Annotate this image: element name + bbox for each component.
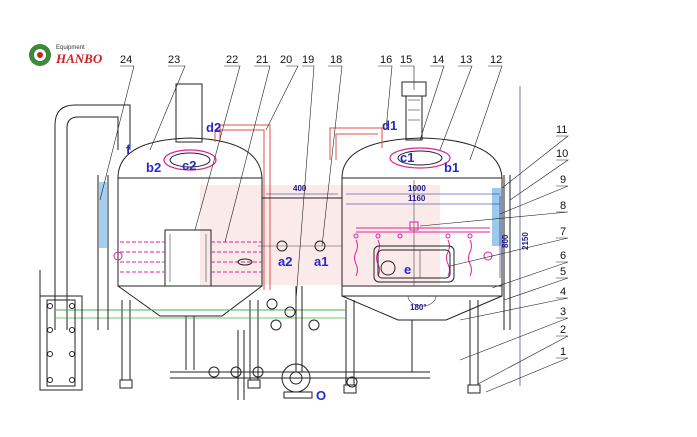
part-5: 5 [560, 266, 566, 278]
dim-angle-180: 180° [410, 303, 427, 312]
part-2: 2 [560, 324, 566, 336]
part-22: 22 [226, 54, 238, 66]
dim-2150: 2150 [521, 232, 530, 250]
part-8: 8 [560, 200, 566, 212]
label-f: f [126, 142, 131, 157]
label-d1: d1 [382, 118, 397, 133]
dim-1000: 1000 [408, 184, 426, 193]
part-1: 1 [560, 346, 566, 358]
label-a2: a2 [278, 254, 292, 269]
dim-400: 400 [293, 184, 307, 193]
letter-labels: c2 b2 f d2 a2 a1 d1 c1 b1 e O [126, 118, 459, 403]
label-b2: b2 [146, 160, 161, 175]
label-o: O [316, 388, 326, 403]
pipework [39, 104, 511, 400]
logo-tagline: Equipment [56, 45, 85, 51]
part-11: 11 [556, 124, 567, 136]
part-13: 13 [460, 54, 472, 66]
part-7: 7 [560, 226, 566, 238]
part-19: 19 [302, 54, 314, 66]
part-6: 6 [560, 250, 566, 262]
label-c1: c1 [400, 150, 414, 165]
dim-800: 800 [501, 234, 510, 248]
watermark [200, 185, 440, 285]
part-callouts [99, 65, 569, 393]
part-9: 9 [560, 174, 566, 186]
part-15: 15 [400, 54, 412, 66]
part-3: 3 [560, 306, 566, 318]
dimension-lines: 400 1000 1160 800 2150 180° [266, 86, 530, 386]
company-logo: Equipment HANBO [29, 44, 103, 66]
part-14: 14 [432, 54, 444, 66]
part-23: 23 [168, 54, 180, 66]
label-b1: b1 [444, 160, 459, 175]
part-21: 21 [256, 54, 268, 66]
part-4: 4 [560, 286, 566, 298]
part-20: 20 [280, 54, 292, 66]
label-e: e [404, 262, 411, 277]
part-16: 16 [380, 54, 392, 66]
dim-1160: 1160 [408, 194, 426, 203]
part-18: 18 [330, 54, 342, 66]
part-numbers: 24 23 22 21 20 19 18 16 15 14 13 12 11 1… [120, 54, 568, 358]
logo-brand: HANBO [55, 51, 103, 66]
part-10: 10 [556, 148, 568, 160]
part-12: 12 [490, 54, 502, 66]
label-a1: a1 [314, 254, 328, 269]
label-d2: d2 [206, 120, 221, 135]
label-c2: c2 [182, 158, 196, 173]
part-24: 24 [120, 54, 132, 66]
right-tank [341, 81, 503, 394]
